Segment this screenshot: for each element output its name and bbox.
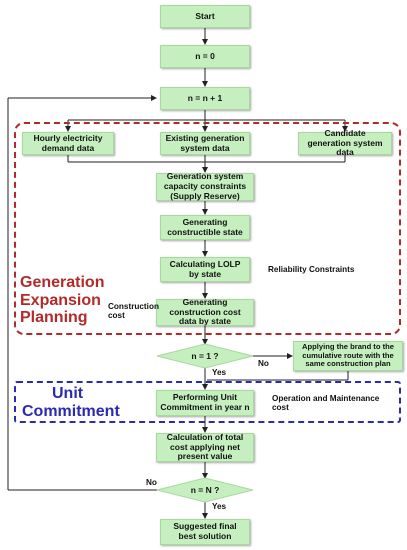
start-node: Start — [160, 5, 250, 28]
total-cost-node: Calculation of total cost applying net p… — [156, 432, 254, 462]
n-zero-node: n = 0 — [160, 45, 250, 68]
final-solution-node: Suggested final best solution — [160, 519, 250, 545]
gep-label-line3: Planning — [20, 309, 88, 327]
decision-1-label: n = 1 ? — [191, 351, 219, 361]
decision-1-no-label: No — [258, 359, 269, 368]
decision-diamond-1 — [156, 343, 254, 369]
decision-2-label: n = N ? — [190, 485, 220, 495]
construction-cost-node: Generating construction cost data by sta… — [156, 297, 254, 326]
gep-label-line1: Generation — [20, 274, 105, 291]
performing-uc-node: Performing Unit Commitment in year n — [156, 390, 254, 416]
capacity-constraints-node: Generation system capacity constraints (… — [156, 171, 254, 201]
construction-cost-label: Construction cost — [108, 302, 159, 321]
decision-2-yes-label: Yes — [212, 502, 227, 511]
uc-label-line2: Commitment — [22, 402, 120, 420]
operation-maintenance-label: Operation and Maintenance cost — [272, 394, 380, 413]
gep-label-line2: Expansion — [20, 291, 101, 309]
decision-diamond-2 — [156, 477, 254, 503]
gep-region-label: Generation Expansion Planning — [20, 274, 104, 327]
existing-generation-node: Existing generation system data — [160, 132, 250, 155]
candidate-generation-node: Candidate generation system data — [298, 128, 392, 157]
decision-1-yes-label: Yes — [212, 368, 227, 377]
constructible-state-node: Generating constructible state — [160, 215, 250, 240]
uc-label-line1: Unit — [52, 385, 84, 402]
hourly-demand-node: Hourly electricity demand data — [22, 132, 114, 155]
unit-commitment-region — [14, 381, 401, 423]
lolp-node: Calculating LOLP by state — [160, 257, 250, 282]
applying-brand-node: Applying the brand to the cumulative rou… — [293, 341, 403, 371]
n-increment-node: n = n + 1 — [160, 87, 250, 110]
uc-region-label: Unit Commitment — [22, 385, 120, 420]
decision-2-no-label: No — [146, 478, 157, 487]
reliability-constraints-label: Reliability Constraints — [268, 265, 355, 274]
generation-expansion-planning-region — [14, 122, 401, 335]
